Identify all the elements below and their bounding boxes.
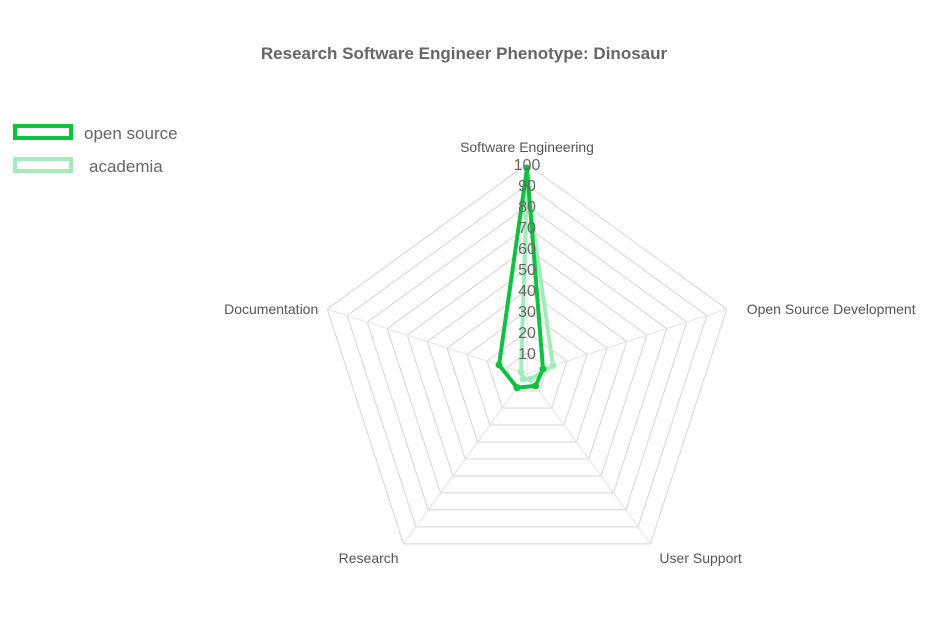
axis-label: Research bbox=[339, 550, 399, 566]
grid-spoke bbox=[526, 373, 651, 545]
tick-label: 10 bbox=[518, 346, 536, 363]
tick-label: 20 bbox=[518, 325, 536, 342]
axis-label: Open Source Development bbox=[747, 301, 916, 317]
grid-spoke bbox=[403, 373, 528, 545]
grid-ring bbox=[446, 289, 608, 443]
tick-label: 30 bbox=[518, 304, 536, 321]
axis-label: User Support bbox=[659, 550, 742, 566]
series-line-open-source bbox=[497, 166, 545, 390]
tick-label: 50 bbox=[518, 262, 536, 279]
grid-spoke bbox=[327, 308, 528, 375]
grid-spoke bbox=[526, 308, 727, 375]
tick-label: 100 bbox=[514, 157, 541, 174]
tick-label: 80 bbox=[518, 199, 536, 216]
tick-label: 70 bbox=[518, 220, 536, 237]
data-point-academia bbox=[527, 375, 535, 383]
tick-label: 40 bbox=[518, 283, 536, 300]
series-line-academia bbox=[519, 180, 555, 382]
legend-label-academia: academia bbox=[89, 157, 163, 176]
data-point-open-source bbox=[532, 382, 540, 390]
grid-ring bbox=[406, 247, 648, 477]
data-point-academia bbox=[549, 362, 557, 370]
grid-ring bbox=[466, 310, 588, 426]
tick-label: 60 bbox=[518, 241, 536, 258]
data-point-open-source bbox=[495, 361, 503, 369]
grid-ring bbox=[326, 163, 728, 545]
data-point-open-source bbox=[539, 365, 547, 373]
legend-label-open-source: open source bbox=[84, 124, 178, 143]
legend-swatch-academia bbox=[13, 157, 73, 173]
data-point-open-source bbox=[523, 164, 531, 172]
tick-label: 90 bbox=[518, 178, 536, 195]
data-point-academia bbox=[519, 375, 527, 383]
chart-title: Research Software Engineer Phenotype: Di… bbox=[260, 44, 668, 63]
data-point-academia bbox=[517, 368, 525, 376]
legend-swatch-open-source bbox=[13, 124, 73, 140]
data-point-open-source bbox=[513, 384, 521, 392]
axis-label: Documentation bbox=[224, 301, 318, 317]
grid-ring bbox=[486, 331, 568, 409]
grid-ring bbox=[426, 268, 628, 460]
axis-label: Software Engineering bbox=[460, 139, 594, 155]
grid-ring bbox=[346, 184, 708, 528]
grid-ring bbox=[386, 226, 668, 494]
grid-ring bbox=[366, 205, 688, 511]
